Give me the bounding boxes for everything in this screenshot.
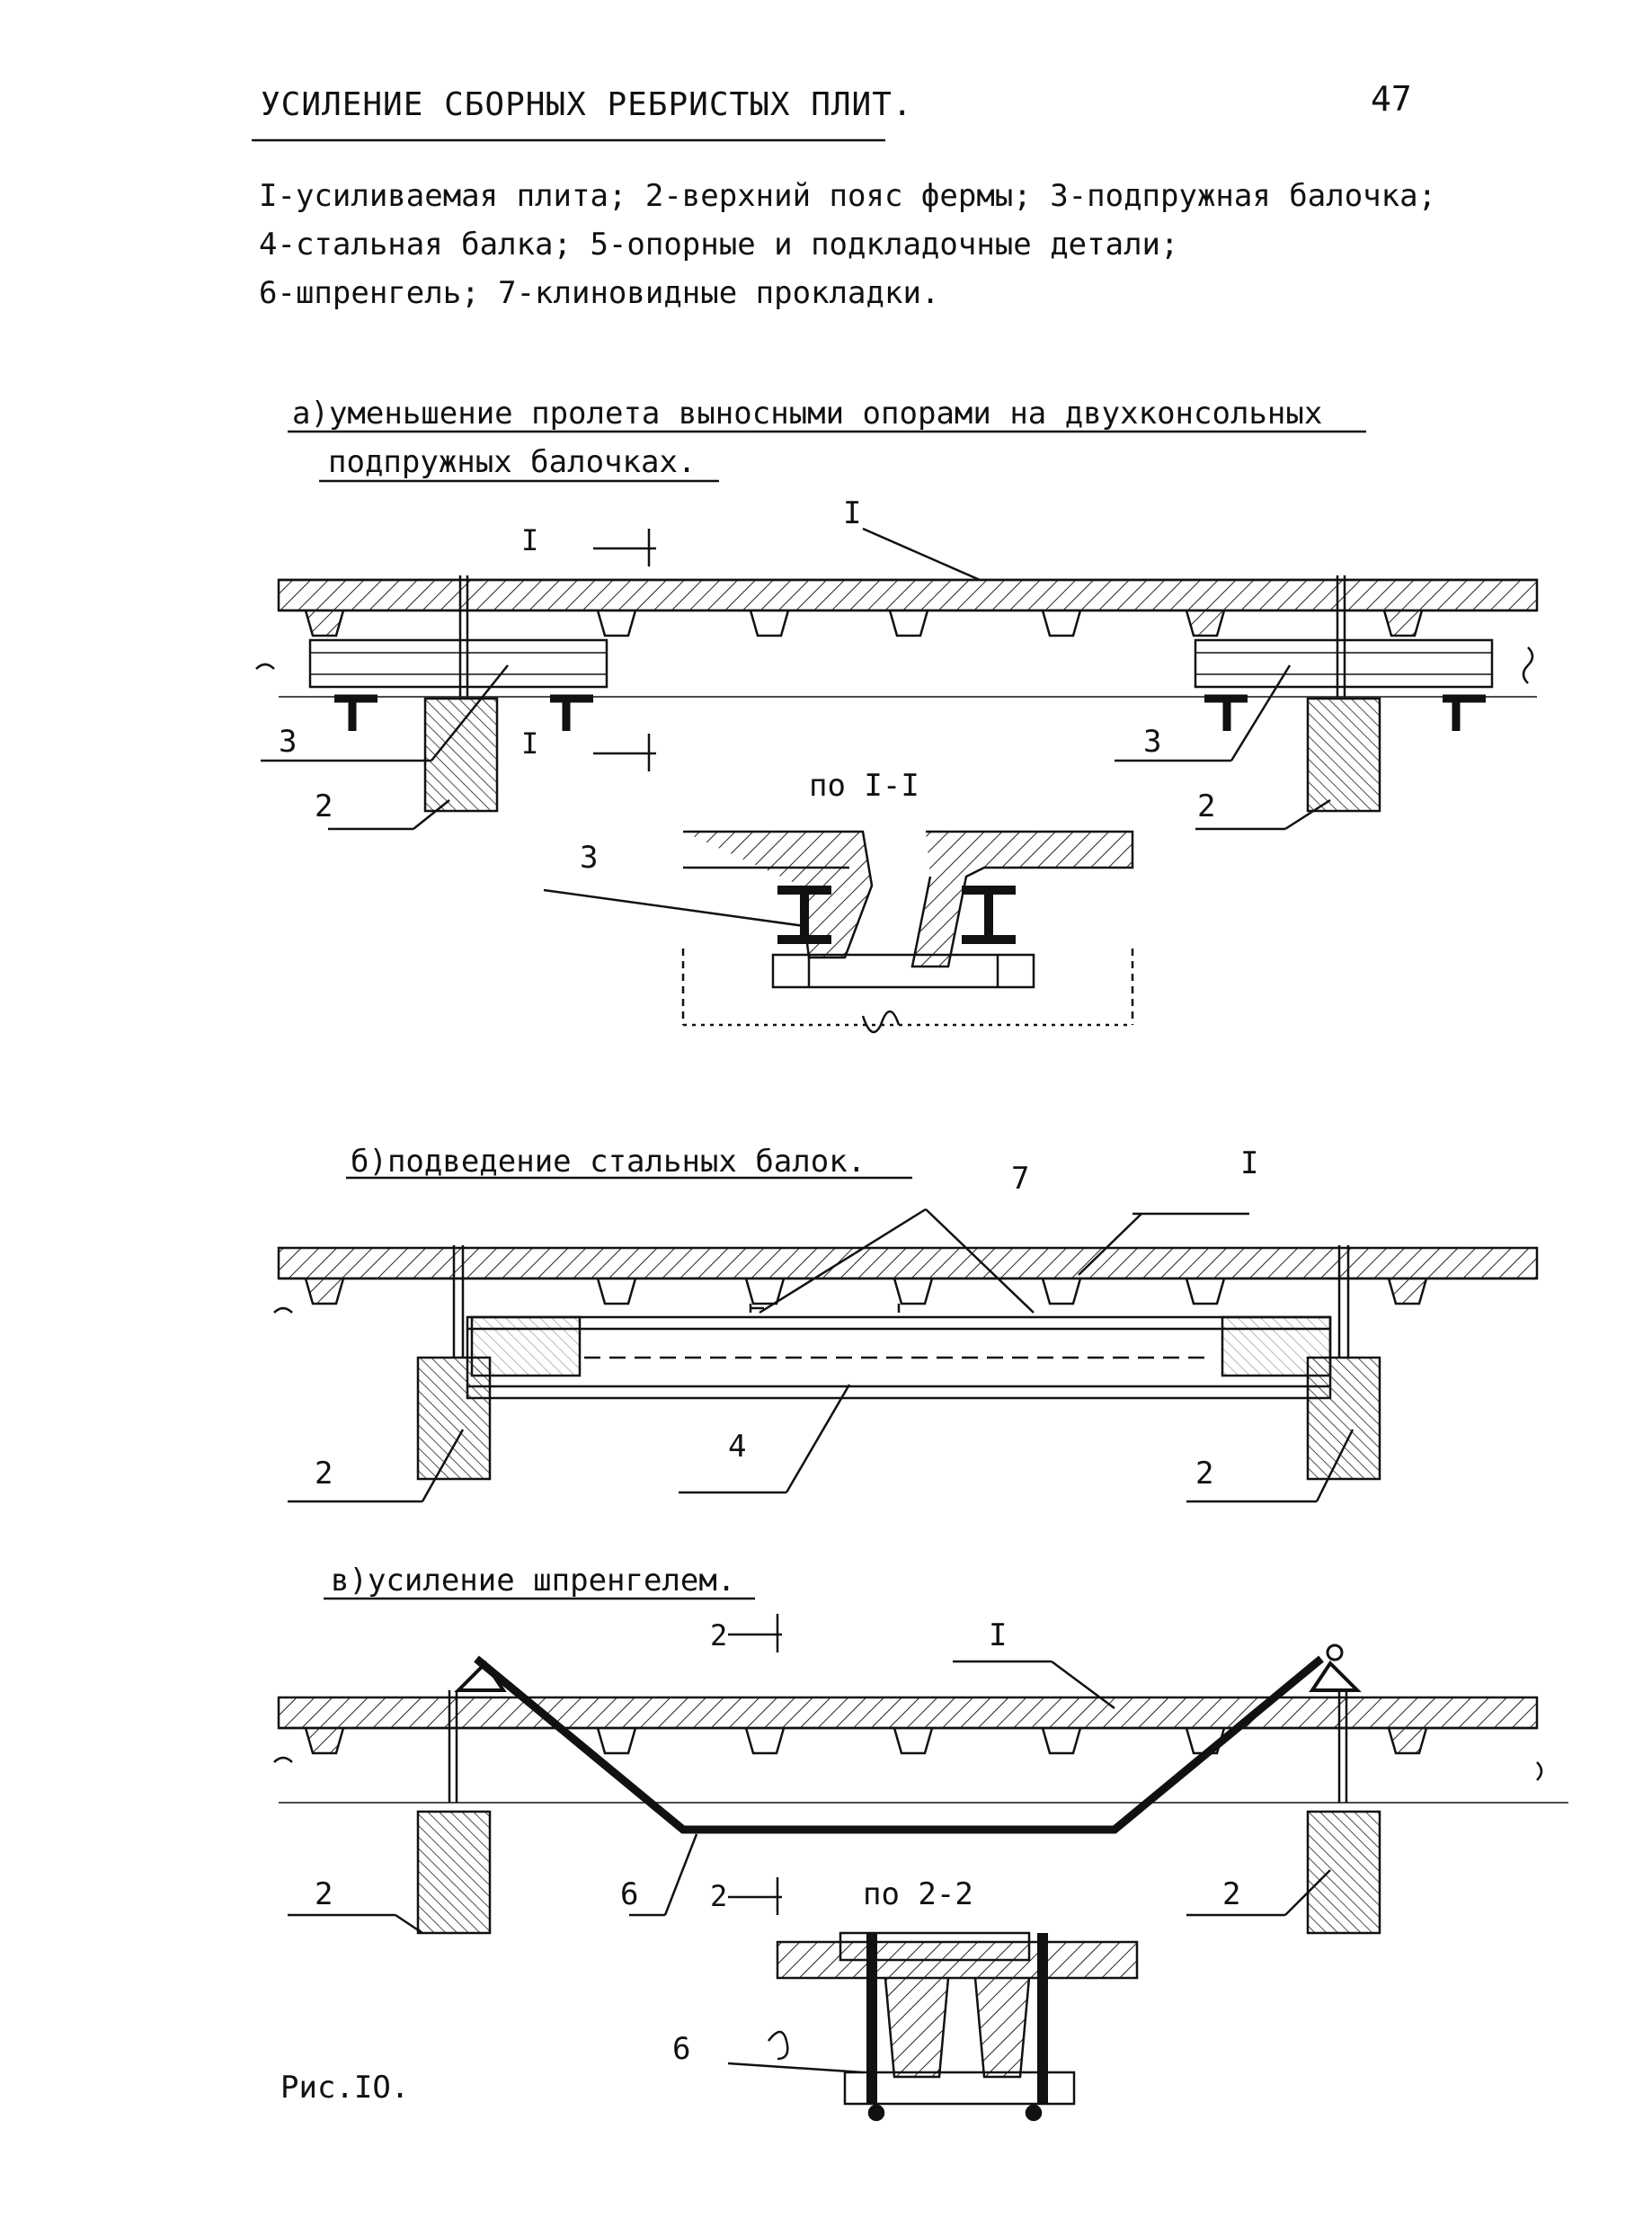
section-a-cut-top: I [521, 523, 538, 557]
section-a-label-3-right: 3 [1143, 724, 1161, 760]
detail-i-i-label-3: 3 [580, 840, 598, 876]
figure-caption: Рис.IO. [280, 2070, 410, 2106]
section-a-label-1: I [843, 495, 861, 531]
section-c-label-6: 6 [620, 1876, 638, 1912]
legend-line-1: I-усиливаемая плита; 2-верхний пояс ферм… [259, 178, 1437, 214]
detail-i-i-caption: по I-I [809, 768, 919, 804]
legend-line-3: 6-шпренгель; 7-клиновидные прокладки. [259, 275, 940, 311]
section-c-cut-top: 2 [710, 1618, 727, 1652]
section-a-cut-bottom: I [521, 726, 538, 761]
section-c-label-1: I [989, 1617, 1007, 1653]
section-a-label-3-left: 3 [279, 724, 297, 760]
section-c-label-2-right: 2 [1222, 1876, 1240, 1912]
section-c-caption: в)усиление шпренгелем. [331, 1563, 736, 1599]
detail-2-2 [727, 1931, 1139, 2122]
section-c-drawing [273, 1614, 1568, 1935]
section-c-cut-bottom: 2 [710, 1879, 727, 1913]
detail-2-2-caption: по 2-2 [863, 1876, 973, 1912]
section-a-caption-line-2: подпружных балочках. [328, 444, 697, 480]
section-c-label-2-left: 2 [315, 1876, 333, 1912]
detail-i-i [543, 830, 1134, 1034]
section-b-label-7: 7 [1011, 1161, 1029, 1197]
section-b-caption: б)подведение стальных балок. [351, 1144, 866, 1180]
section-a-caption-line-1: а)уменьшение пролета выносными опорами н… [292, 396, 1323, 432]
page-title: УСИЛЕНИЕ СБОРНЫХ РЕБРИСТЫХ ПЛИТ. [261, 86, 913, 123]
section-b-label-4: 4 [728, 1429, 746, 1465]
section-a-label-2-right: 2 [1197, 788, 1215, 824]
slab-c [277, 1696, 1539, 1730]
underlines [252, 138, 1366, 1600]
page-number: 47 [1371, 79, 1412, 119]
section-b-label-1: I [1240, 1145, 1258, 1181]
detail-2-2-label-6: 6 [672, 2031, 690, 2067]
section-b-label-2-left: 2 [315, 1456, 333, 1492]
section-a-label-2-left: 2 [315, 788, 333, 824]
section-a-drawing [255, 527, 1539, 831]
section-b-drawing [273, 1207, 1539, 1503]
legend-line-2: 4-стальная балка; 5-опорные и подкладочн… [259, 227, 1179, 263]
section-b-label-2-right: 2 [1195, 1456, 1213, 1492]
slab-b [277, 1246, 1539, 1280]
